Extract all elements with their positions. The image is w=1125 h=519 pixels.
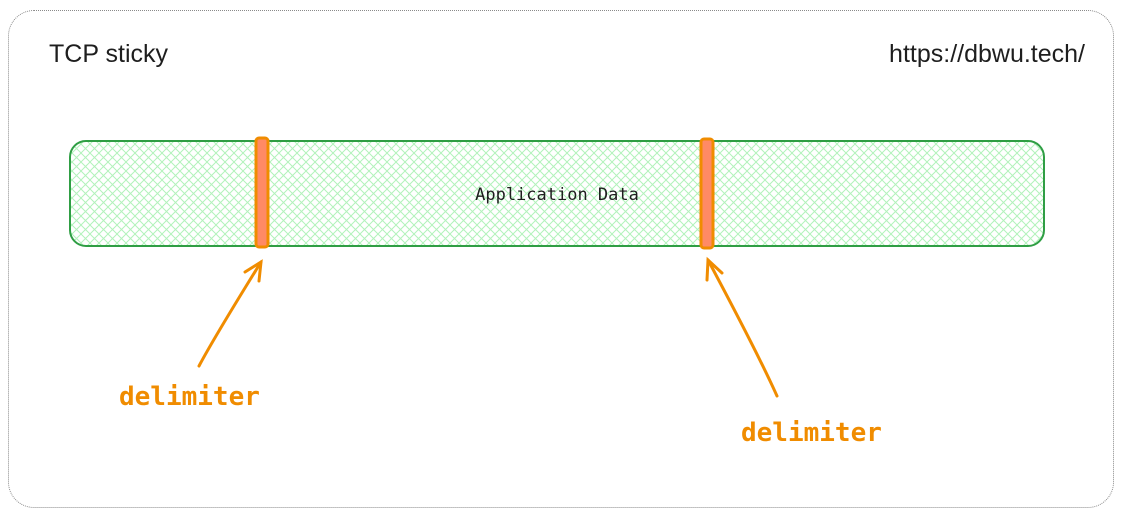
arrow-head: [705, 256, 724, 282]
delimiter-marker: [699, 137, 715, 250]
delimiter-bar-2: [699, 137, 715, 250]
arrow-to-delimiter-1: [197, 259, 263, 368]
arrow-shaft: [197, 260, 263, 368]
source-url: https://dbwu.tech/: [889, 40, 1085, 68]
arrow-shaft: [706, 258, 779, 398]
delimiter-label-1: delimiter: [119, 382, 260, 412]
diagram-frame: [8, 10, 1114, 508]
application-data-label: Application Data: [475, 185, 639, 205]
arrow-head: [243, 259, 263, 283]
arrow-to-delimiter-2: [705, 256, 779, 398]
delimiter-marker: [254, 136, 270, 249]
delimiter-bar-1: [254, 136, 270, 249]
diagram-title: TCP sticky: [49, 40, 168, 68]
application-data-rect: [69, 140, 1045, 247]
delimiter-label-2: delimiter: [741, 418, 882, 448]
application-data-block: Application Data: [69, 140, 1045, 247]
